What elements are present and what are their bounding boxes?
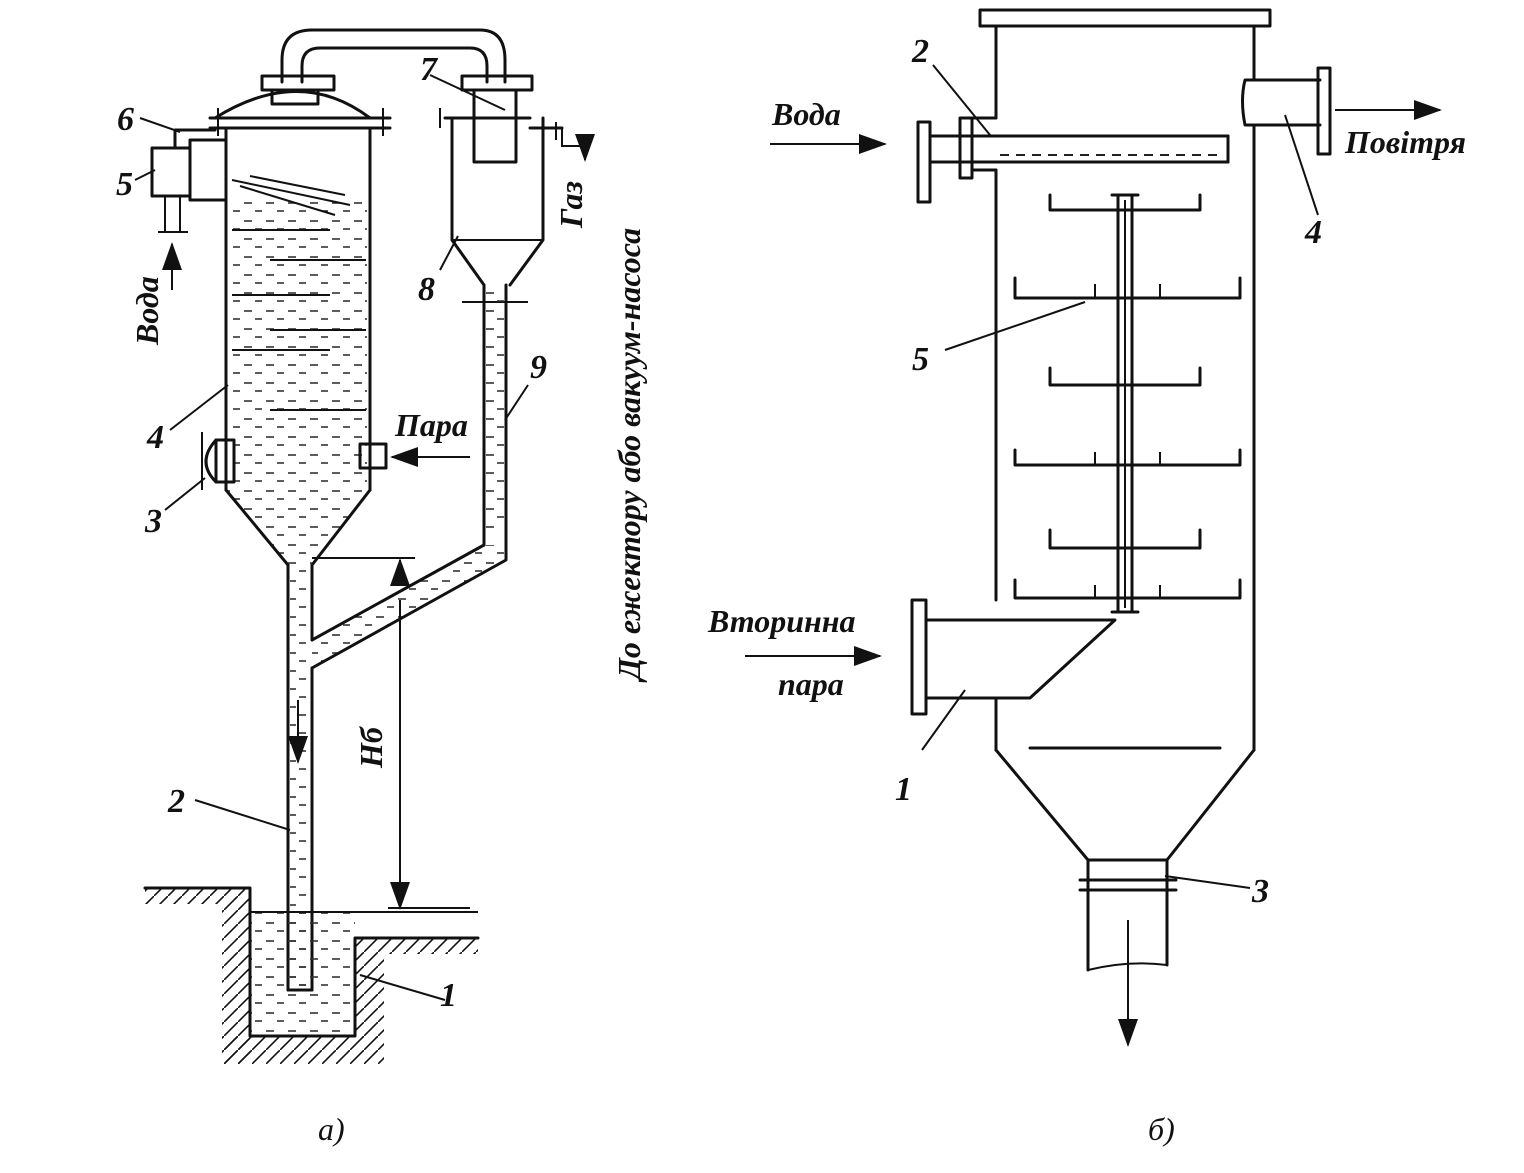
label-b-2: 2 <box>911 33 929 70</box>
label-4: 4 <box>146 419 164 456</box>
label-7: 7 <box>420 51 439 88</box>
secondary-steam-label-2: пара <box>778 666 844 702</box>
label-3: 3 <box>144 503 162 540</box>
label-b-1: 1 <box>895 771 912 808</box>
caption-b: б) <box>1148 1111 1175 1147</box>
steam-label: Пара <box>394 407 468 443</box>
water-label-a: Вода <box>129 276 165 346</box>
caption-a: а) <box>318 1111 345 1147</box>
panel-b-shelf-condenser <box>745 8 1442 1047</box>
label-b-4: 4 <box>1304 214 1322 251</box>
secondary-steam-label-1: Вторинна <box>707 603 856 639</box>
label-2: 2 <box>167 783 185 820</box>
gas-label: Газ <box>553 181 589 229</box>
air-label: Повітря <box>1344 124 1466 160</box>
label-b-5: 5 <box>912 341 929 378</box>
label-5: 5 <box>116 166 133 203</box>
label-8: 8 <box>418 271 435 308</box>
water-label-b: Вода <box>771 96 841 132</box>
label-6: 6 <box>117 101 134 138</box>
panel-a-barometric-condenser <box>134 28 595 1064</box>
height-label: Нб <box>353 725 389 769</box>
label-b-3: 3 <box>1251 873 1269 910</box>
label-9: 9 <box>530 349 547 386</box>
label-1: 1 <box>440 977 457 1014</box>
to-ejector-label: До ежектору або вакуум-насоса <box>611 228 647 683</box>
